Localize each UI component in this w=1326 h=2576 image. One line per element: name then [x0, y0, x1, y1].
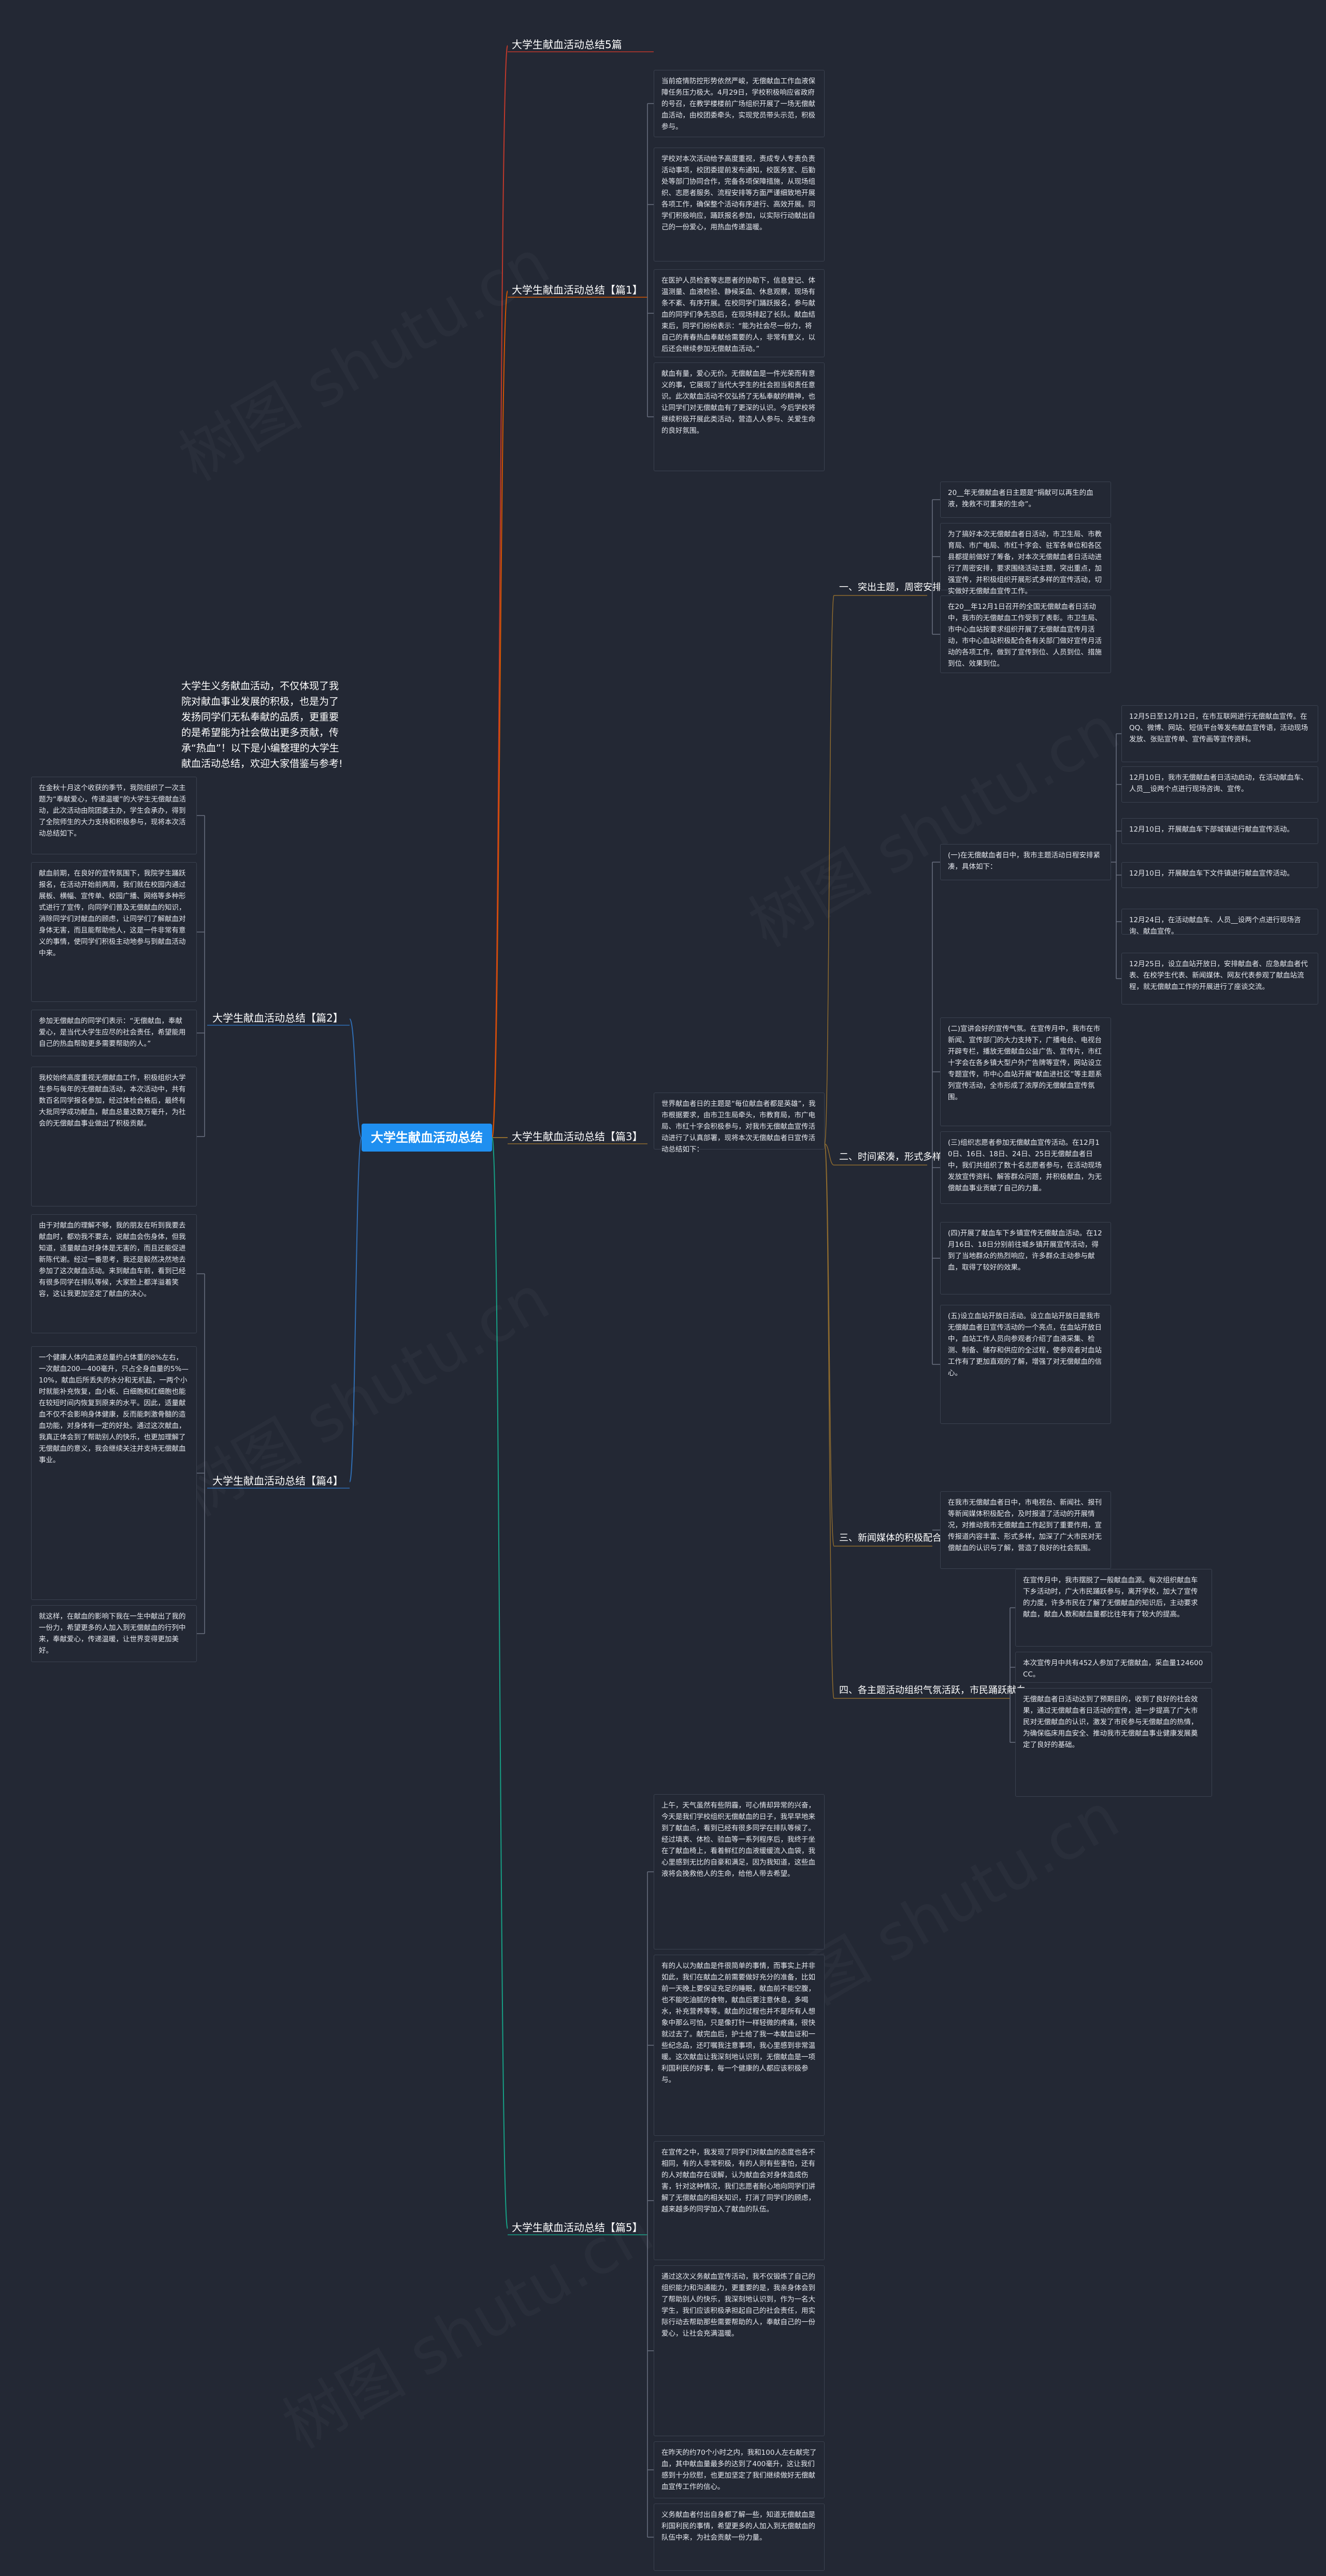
pian3-s2-item-2: (二)宣讲会好的宣传气氛。在宣传月中，我市在市新闻、宣传部门的大力支持下，广播电…: [940, 1017, 1111, 1126]
pian1-paragraph-2: 学校对本次活动给予高度重视，责成专人专责负责活动事项，校团委提前发布通知，校医务…: [654, 148, 825, 261]
pian3-s2-item-4: (四)开展了献血车下乡镇宣传无偿献血活动。在12月16日、18日分别前往城乡镇开…: [940, 1222, 1111, 1294]
pian3-s2-item-3: (三)组织志愿者参加无偿献血宣传活动。在12月10日、16日、18日、24日、2…: [940, 1131, 1111, 1204]
connector-line: [349, 1137, 362, 1482]
pian1-paragraph-1: 当前疫情防控形势依然严峻，无偿献血工作血液保障任务压力极大。4月29日，学校积极…: [654, 70, 825, 137]
pian5-paragraph-3: 在宣传之中，我发现了同学们对献血的态度也各不相同，有的人非常积极，有的人则有些害…: [654, 2141, 825, 2260]
branch-pian5[interactable]: 大学生献血活动总结【篇5】: [512, 2221, 643, 2234]
connector-line: [492, 45, 508, 1138]
connector-line: [492, 1137, 508, 2229]
pian4-paragraph-3: 就这样，在献血的影响下我在一生中献出了我的一份力，希望更多的人加入到无偿献血的行…: [31, 1605, 197, 1662]
pian2-paragraph-4: 我校始终高度重视无偿献血工作，积极组织大学生参与每年的无偿献血活动，本次活动中，…: [31, 1067, 197, 1206]
pian2-paragraph-2: 献血前期，在良好的宣传氛围下，我院学生踊跃报名，在活动开始前两周，我们就在校园内…: [31, 862, 197, 1002]
pian3-section-1-title[interactable]: 一、突出主题，周密安排: [839, 582, 942, 593]
connector-line: [492, 290, 508, 1138]
pian5-paragraph-6: 义务献血者付出自身都了解一些，知道无偿献血是利国利民的事情，希望更多的人加入到无…: [654, 2504, 825, 2571]
pian5-paragraph-2: 有的人以为献血是件很简单的事情，而事实上并非如此，我们在献血之前需要做好充分的准…: [654, 1955, 825, 2136]
pian3-intro: 世界献血者日的主题是“每位献血者都是英雄”，我市根据要求，由市卫生局牵头，市教育…: [654, 1093, 825, 1154]
pian3-s1-item-2: 为了搞好本次无偿献血者日活动，市卫生局、市教育局、市广电局、市红十字会、驻军各单…: [940, 523, 1111, 595]
branch-pian4[interactable]: 大学生献血活动总结【篇4】: [212, 1475, 343, 1487]
connector-line: [349, 1018, 362, 1138]
root-node[interactable]: 大学生献血活动总结: [362, 1124, 492, 1152]
connector-line: [824, 1143, 834, 1699]
pian5-paragraph-5: 在昨天的约70个小时之内，我和100人左右献完了血，其中献血量最多的达到了400…: [654, 2441, 825, 2498]
pian3-s1-item-1: 20__年无偿献血者日主题是“捐献可以再生的血液，挽救不可重来的生命”。: [940, 482, 1111, 518]
pian3-s3-text: 在我市无偿献血者日中，市电视台、新闻社、报刊等新闻媒体积极配合，及时报道了活动的…: [940, 1491, 1111, 1569]
branch-overview[interactable]: 大学生献血活动总结5篇: [512, 38, 622, 51]
connector-line: [824, 595, 834, 1144]
intro-text: 大学生义务献血活动，不仅体现了我院对献血事业发展的积极，也是为了发扬同学们无私奉…: [181, 680, 343, 769]
pian3-s4-item-1: 在宣传月中，我市摆脱了一般献血血源。每次组织献血车下乡活动时，广大市民踊跃参与，…: [1015, 1569, 1212, 1647]
pian5-paragraph-1: 上午，天气虽然有些阴霾，可心情却异常的兴奋，今天是我们学校组织无偿献血的日子，我…: [654, 1794, 825, 1949]
branch-pian2[interactable]: 大学生献血活动总结【篇2】: [212, 1012, 343, 1024]
pian4-paragraph-1: 由于对献血的理解不够，我的朋友在听到我要去献血时，都劝我不要去，说献血会伤身体，…: [31, 1214, 197, 1333]
connector-line: [824, 1143, 834, 1166]
pian1-paragraph-4: 献血有量，爱心无价。无偿献血是一件光荣而有意义的事，它展现了当代大学生的社会担当…: [654, 362, 825, 471]
pian1-paragraph-3: 在医护人员检查等志愿者的协助下，信息登记、体温测量、血液检验、静候采血、休息观察…: [654, 269, 825, 357]
pian3-s4-item-3: 无偿献血者日活动达到了预期目的，收到了良好的社会效果，通过无偿献血者日活动的宣传…: [1015, 1688, 1212, 1797]
pian3-s2-item-5: (五)设立血站开放日活动。设立血站开放日是我市无偿献血者日宣传活动的一个亮点，在…: [940, 1305, 1111, 1424]
connector-line: [824, 1143, 834, 1547]
pian3-s2-sub1-item-4: 12月10日，开展献血车下文件镇进行献血宣传活动。: [1121, 862, 1318, 888]
pian3-s4-item-2: 本次宣传月中共有452人参加了无偿献血，采血量124600CC。: [1015, 1652, 1212, 1683]
pian3-s2-sub1-item-2: 12月10日，我市无偿献血者日活动启动，在活动献血车、人员__设两个点进行现场咨…: [1121, 766, 1318, 803]
pian3-s2-sub1-item-5: 12月24日，在活动献血车、人员__设两个点进行现场咨询、献血宣传。: [1121, 909, 1318, 936]
pian2-paragraph-1: 在金秋十月这个收获的季节，我院组织了一次主题为“奉献爱心，传递温暖”的大学生无偿…: [31, 777, 197, 854]
pian3-section-2-title[interactable]: 二、时间紧凑，形式多样。: [839, 1152, 951, 1162]
pian2-paragraph-3: 参加无偿献血的同学们表示：“无偿献血，奉献爱心，是当代大学生应尽的社会责任，希望…: [31, 1010, 197, 1056]
branch-pian3[interactable]: 大学生献血活动总结【篇3】: [512, 1130, 643, 1143]
branch-pian1[interactable]: 大学生献血活动总结【篇1】: [512, 284, 643, 296]
pian4-paragraph-2: 一个健康人体内血液总量约占体重的8%左右，一次献血200—400毫升，只占全身血…: [31, 1346, 197, 1600]
pian3-s1-item-3: 在20__年12月1日召开的全国无偿献血者日活动中，我市的无偿献血工作受到了表彰…: [940, 595, 1111, 673]
pian3-s2-sub1-item-1: 12月5日至12月12日，在市互联网进行无偿献血宣传。在QQ、微博、网站、短信平…: [1121, 705, 1318, 762]
pian3-s2-sub1: (一)在无偿献血者日中，我市主题活动日程安排紧凑，具体如下：: [940, 844, 1111, 880]
pian3-s2-sub1-item-3: 12月10日，开展献血车下部城镇进行献血宣传活动。: [1121, 818, 1318, 844]
pian3-section-3-title[interactable]: 三、新闻媒体的积极配合: [839, 1533, 942, 1544]
pian3-section-4-title[interactable]: 四、各主题活动组织气氛活跃，市民踊跃献血: [839, 1685, 1026, 1696]
pian5-paragraph-4: 通过这次义务献血宣传活动，我不仅锻炼了自己的组织能力和沟通能力，更重要的是，我亲…: [654, 2265, 825, 2436]
pian3-s2-sub1-item-6: 12月25日，设立血站开放日，安排献血者、应急献血者代表、在校学生代表、新闻媒体…: [1121, 953, 1318, 1005]
